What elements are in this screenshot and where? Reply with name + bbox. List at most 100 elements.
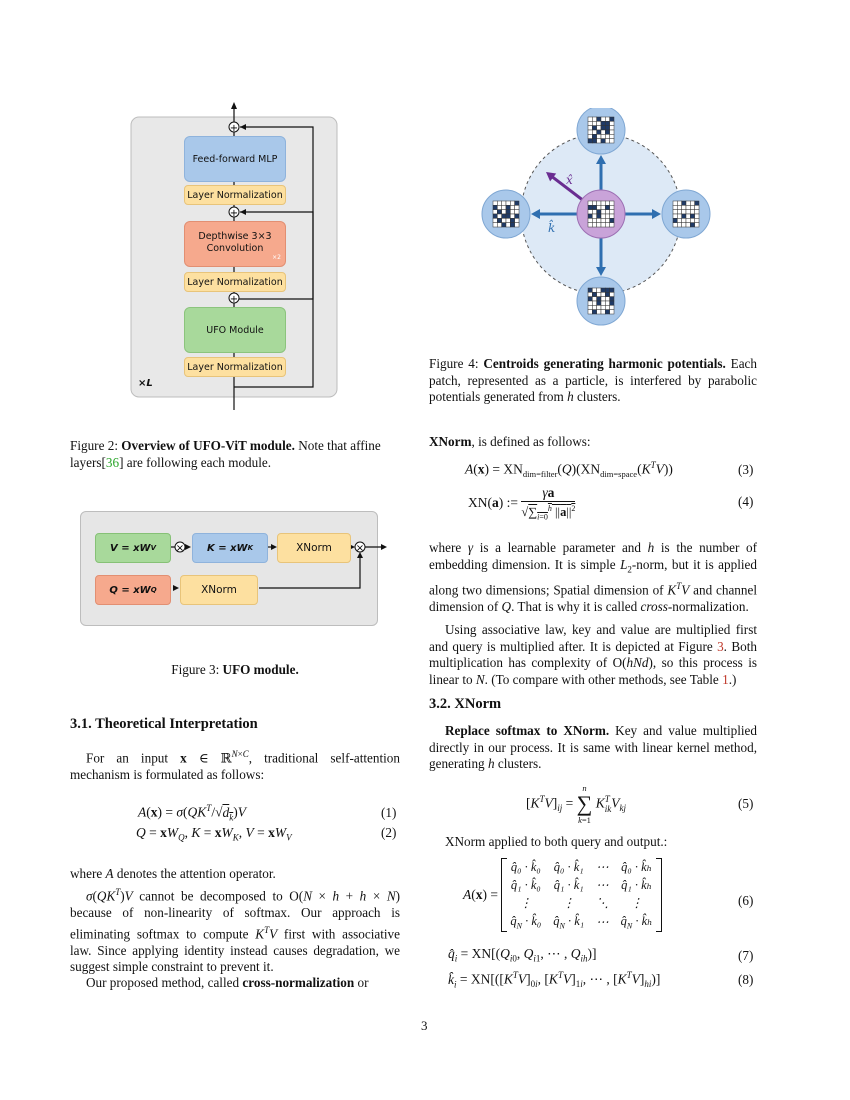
k-projection-subscript: K: [247, 544, 253, 552]
repeat-label: ×L: [138, 378, 153, 389]
equation-8: k̂i = XN[([KTV]0i, [KTV]1i, ⋯ , [KTV]hi)…: [448, 970, 661, 990]
cross-italic: cross: [640, 598, 668, 614]
left-para-3: σ(QKT)V cannot be decomposed to O(N × h …: [70, 887, 401, 975]
layer-norm-box-1: Layer Normalization: [184, 185, 286, 205]
arrow-down-head: [596, 267, 606, 276]
equation-4: XN(a) := γa √∑i=0h ||a||2: [468, 485, 576, 522]
equation-1-number: (1): [381, 805, 397, 820]
cluster-top-grid: [587, 116, 615, 144]
figure-3-caption-prefix: Figure 3:: [171, 662, 223, 677]
left-para-4: Our proposed method, called cross-normal…: [70, 975, 400, 992]
equation-3-number: (3): [738, 462, 754, 477]
right-para-assoc-a: Using associative law, key and value are…: [429, 622, 757, 654]
arrow-x-hat-head: [546, 172, 557, 182]
figure-4-diagram: x̂k̂: [481, 105, 711, 326]
v-projection-label: V = xW: [110, 542, 151, 554]
xnorm-label-bottom: XNorm: [201, 584, 237, 596]
ufo-module-box: UFO Module: [184, 307, 286, 353]
figure-2: + + + Feed-forward MLP Layer Normalizati…: [130, 100, 342, 410]
svg-text:+: +: [230, 208, 238, 219]
xnorm-intro-text: , is defined as follows:: [471, 434, 591, 449]
figure-3-caption-title: UFO module.: [222, 662, 299, 677]
xnorm-intro-bold: XNorm: [429, 434, 472, 449]
ffn-label: Feed-forward MLP: [192, 153, 278, 165]
figure-2-caption-text-b: ] are following each module.: [119, 454, 272, 470]
layer-norm-box-3: Layer Normalization: [184, 357, 286, 377]
right-para-applied: XNorm applied to both query and output.:: [445, 834, 668, 849]
center-particle-grid: [587, 200, 615, 228]
equation-5-number: (5): [738, 796, 754, 811]
left-para-2: where A denotes the attention operator.: [70, 866, 276, 881]
equation-8-number: (8): [738, 972, 754, 987]
dwconv-label-1: Depthwise 3×3: [198, 231, 272, 242]
figure-2-caption-text-a: Note that affine layers[: [70, 438, 381, 470]
cluster-left-grid: [492, 200, 520, 228]
svg-text:×: ×: [176, 543, 184, 554]
figure-3-arrows: × ×: [171, 541, 387, 591]
left-para-4-text-a: Our proposed method, called: [86, 975, 243, 990]
q-projection-label: Q = xW: [109, 584, 151, 596]
right-para-where-end: -normalization.: [667, 598, 749, 614]
section-3-2-heading: 3.2. XNorm: [429, 696, 502, 712]
equation-2-number: (2): [381, 825, 397, 840]
equation-7: q̂i = XN[(Qi0, Qi1, ⋯ , Qih)]: [448, 946, 597, 964]
replace-softmax-bold: Replace softmax to XNorm.: [445, 723, 610, 738]
dwconv-box: Depthwise 3×3 Convolution ×2: [184, 221, 286, 267]
ffn-box: Feed-forward MLP: [184, 136, 286, 182]
xnorm-intro: XNorm, is defined as follows:: [429, 434, 757, 451]
equation-3: A(x) = XNdim=filter(Q)(XNdim=space(KTV)): [465, 460, 673, 480]
cluster-bottom-grid: [587, 287, 615, 315]
arrow-left-head: [531, 209, 540, 219]
dwconv-label-2: Convolution: [206, 243, 264, 254]
figure-4: x̂k̂: [480, 105, 722, 332]
figure-4-caption-prefix: Figure 4:: [429, 356, 484, 371]
layer-norm-label-1: Layer Normalization: [187, 189, 283, 201]
svg-text:×: ×: [356, 543, 364, 554]
right-para-assoc-c: .): [728, 671, 737, 687]
table-1-link[interactable]: 1: [722, 671, 729, 687]
xnorm-box-top: XNorm: [277, 533, 351, 563]
arrow-up-head: [596, 155, 606, 164]
figure-2-caption-title: Overview of UFO-ViT module.: [121, 438, 295, 453]
cluster-right-grid: [672, 200, 700, 228]
svg-text:+: +: [230, 294, 238, 305]
section-3-1-heading: 3.1. Theoretical Interpretation: [70, 716, 258, 732]
figure-3-caption: Figure 3: UFO module.: [70, 662, 400, 679]
equation-4-number: (4): [738, 494, 754, 509]
right-para-assoc: Using associative law, key and value are…: [429, 622, 757, 687]
v-projection-subscript: V: [150, 544, 156, 552]
equation-7-number: (7): [738, 948, 754, 963]
figure-2-caption-prefix: Figure 2:: [70, 438, 122, 453]
ufo-module-label: UFO Module: [206, 324, 264, 336]
left-para-4-text-b: or: [354, 975, 369, 990]
left-para-4-bold: cross-normalization: [242, 975, 355, 990]
svg-text:+: +: [230, 123, 238, 134]
xnorm-box-bottom: XNorm: [180, 575, 258, 605]
right-para-where: where γ is a learnable parameter and h i…: [429, 540, 757, 614]
figure-4-caption: Figure 4: Centroids generating harmonic …: [429, 356, 757, 405]
k-hat-label: k̂: [548, 218, 555, 235]
figure-3-link[interactable]: 3: [717, 638, 724, 654]
dwconv-multiplier: ×2: [272, 254, 281, 261]
k-projection-label: K = xW: [206, 542, 248, 554]
equation-5: [KTV]ij = n ∑ k=1 KTikVkj: [526, 783, 627, 825]
q-projection-subscript: Q: [150, 586, 157, 594]
figure-4-caption-title: Centroids generating harmonic potentials…: [483, 356, 726, 371]
citation-link[interactable]: 36: [105, 454, 120, 470]
figure-2-caption: Figure 2: Overview of UFO-ViT module. No…: [70, 438, 400, 471]
left-para-1: For an input x ∈ ℝN×C, traditional self-…: [70, 749, 400, 782]
layer-norm-box-2: Layer Normalization: [184, 272, 286, 292]
equation-2: Q = xWQ, K = xWK, V = xWV: [136, 825, 292, 843]
right-para-replace: Replace softmax to XNorm. Key and value …: [429, 723, 758, 772]
arrow-right-head: [652, 209, 661, 219]
xnorm-label-top: XNorm: [296, 542, 332, 554]
page-number: 3: [421, 1018, 428, 1033]
equation-1: A(x) = σ(QKT/√dk)V: [138, 803, 246, 823]
layer-norm-label-3: Layer Normalization: [187, 361, 283, 373]
layer-norm-label-2: Layer Normalization: [187, 276, 283, 288]
